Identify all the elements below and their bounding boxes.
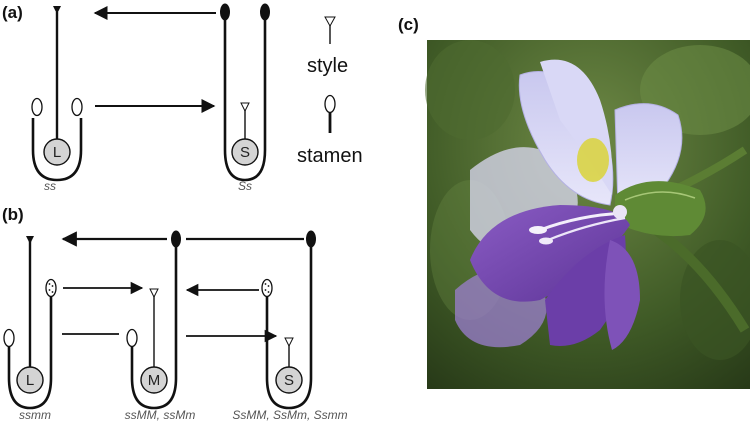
anther-icon (3, 328, 15, 348)
style-icon (149, 288, 159, 299)
legend: style stamen (297, 16, 363, 167)
anther-icon (126, 328, 138, 348)
genotype-ssmm: ssmm (19, 408, 51, 422)
genotype-SsMM-SsMm-Ssmm: SsMM, SsMm, Ssmm (232, 408, 347, 422)
morph-label-m: M (148, 372, 161, 389)
flower-photo (425, 40, 750, 389)
morph-label-l: L (26, 372, 34, 389)
panel-b-flower-l: L (3, 236, 57, 410)
panel-b-label: (b) (2, 205, 24, 224)
panel-a-flower-l: L (31, 6, 83, 182)
anther-icon (31, 97, 43, 117)
ovary (16, 366, 44, 394)
morph-label-s: S (284, 372, 294, 389)
morph-label-s: S (240, 144, 250, 161)
style-icon (284, 337, 294, 348)
ovary (231, 138, 259, 166)
stamen-icon (306, 230, 316, 248)
anther-icon (71, 97, 83, 117)
style-icon (240, 102, 250, 113)
stamen-icon (260, 3, 270, 21)
legend-style: style (307, 55, 348, 77)
ovary (275, 366, 303, 394)
legend-stamen: stamen (297, 145, 363, 167)
style-legend-icon (324, 16, 336, 28)
panel-b-flower-m: M (126, 230, 181, 410)
panel-a-label: (a) (2, 3, 23, 22)
dotted-anther-icon (45, 278, 57, 298)
dotted-anther-icon (261, 278, 273, 298)
stigma-icon (26, 236, 34, 244)
ovary (140, 366, 168, 394)
genotype-ssMM-ssMm: ssMM, ssMm (125, 408, 196, 422)
stamen-icon (171, 230, 181, 248)
stigma-icon (53, 6, 61, 14)
genotype-ss: ss (44, 179, 56, 193)
ovary (43, 138, 71, 166)
panel-b-flower-s: S (261, 230, 316, 410)
panel-c-label: (c) (398, 15, 419, 34)
genotype-Ss: Ss (238, 179, 252, 193)
stamen-legend-icon (324, 94, 336, 114)
panel-a-flower-s: S (220, 3, 270, 182)
morph-label-l: L (53, 144, 61, 161)
stamen-icon (220, 3, 230, 21)
